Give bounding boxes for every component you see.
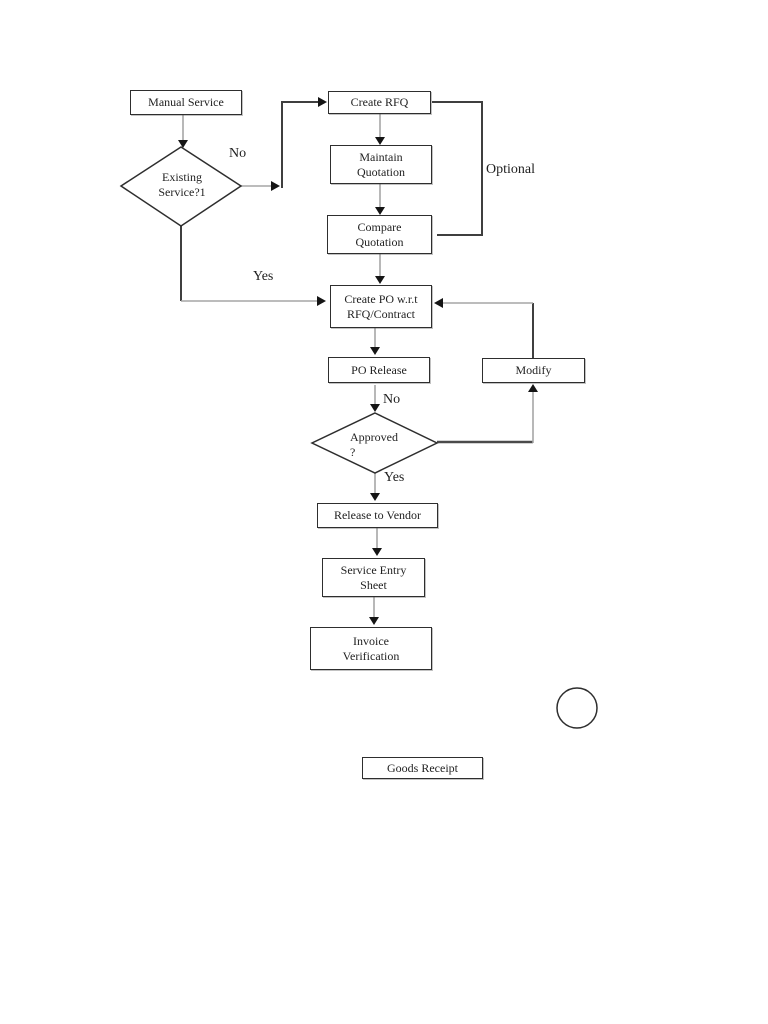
decision-existing-service-shape [119,146,243,227]
decision-approved-shape [310,412,439,474]
node-po-release: PO Release [328,357,430,383]
node-manual-service: Manual Service [130,90,242,115]
node-service-entry-sheet: Service Entry Sheet [322,558,425,597]
node-release-to-vendor: Release to Vendor [317,503,438,528]
decision-approved-label: Approved ? [350,430,398,459]
arrowheads [178,97,538,625]
edge-label-no-existing: No [229,146,247,161]
node-create-po: Create PO w.r.t RFQ/Contract [330,285,432,328]
edge-light-lines [181,114,534,617]
edge-label-no-approved: No [383,392,401,407]
connector-circle [556,687,598,729]
edge-label-yes-approved: Yes [384,470,405,485]
node-maintain-quotation: Maintain Quotation [330,145,432,184]
edge-optional-bypass [432,101,483,236]
node-create-rfq: Create RFQ [328,91,431,114]
node-goods-receipt: Goods Receipt [362,757,483,779]
edge-no-elbow [281,101,318,188]
node-compare-quotation: Compare Quotation [327,215,432,254]
node-invoice-verification: Invoice Verification [310,627,432,670]
edge-label-optional: Optional [486,162,535,177]
edge-label-yes-existing: Yes [253,269,274,284]
node-modify: Modify [482,358,585,383]
decision-existing-service-label: Existing Service?1 [158,170,206,199]
